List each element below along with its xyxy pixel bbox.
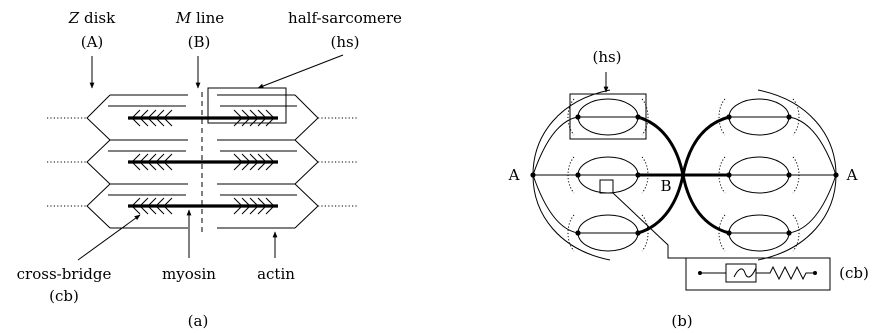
cb-square xyxy=(599,179,614,194)
cross-bridge-heads xyxy=(131,109,275,215)
outer-arc-left xyxy=(532,89,611,176)
cross-bridge-tag: (cb) xyxy=(49,287,79,305)
panel-a-caption: (a) xyxy=(188,312,209,330)
cb-label-b: (cb) xyxy=(839,264,869,282)
myosin-filaments xyxy=(128,116,278,208)
half-sarcomere-box xyxy=(207,87,287,124)
hs-label-b: (hs) xyxy=(592,48,621,66)
cb-bistable-element xyxy=(725,263,757,283)
m-line-tag: (B) xyxy=(188,33,211,51)
node-a-left-label: A xyxy=(508,166,520,184)
half-sarcomere-tag: (hs) xyxy=(330,33,359,51)
m-line-label: M line xyxy=(175,9,224,27)
network-nodes xyxy=(530,114,839,275)
panel-a-diagram xyxy=(47,54,358,261)
hs-box xyxy=(569,93,647,140)
node-a-right-label: A xyxy=(846,166,858,184)
cb-spring xyxy=(756,265,815,281)
dotted-arcs xyxy=(567,98,800,252)
half-sarcomere-arrow xyxy=(257,54,344,89)
z-disk-label: Z disk xyxy=(68,9,116,27)
actin-label: actin xyxy=(257,265,295,283)
hs-units-left xyxy=(577,98,639,252)
cb-connector xyxy=(612,192,686,259)
node-b-label: B xyxy=(660,177,671,195)
half-sarcomere-label: half-sarcomere xyxy=(288,9,402,27)
cross-bridge-label: cross-bridge xyxy=(17,265,112,283)
panel-b-caption: (b) xyxy=(671,312,692,330)
hs-units-right xyxy=(728,98,790,252)
panel-b-diagram xyxy=(532,72,837,291)
actin-filaments xyxy=(108,105,297,196)
cross-bridge-arrow xyxy=(77,214,141,261)
z-disk-right-outline xyxy=(217,94,319,229)
outer-arc-right xyxy=(757,89,837,176)
cb-detail-box xyxy=(685,257,831,291)
z-disk-tag: (A) xyxy=(81,33,104,51)
myosin-label: myosin xyxy=(162,265,216,283)
z-disk-left-outline xyxy=(86,94,188,229)
